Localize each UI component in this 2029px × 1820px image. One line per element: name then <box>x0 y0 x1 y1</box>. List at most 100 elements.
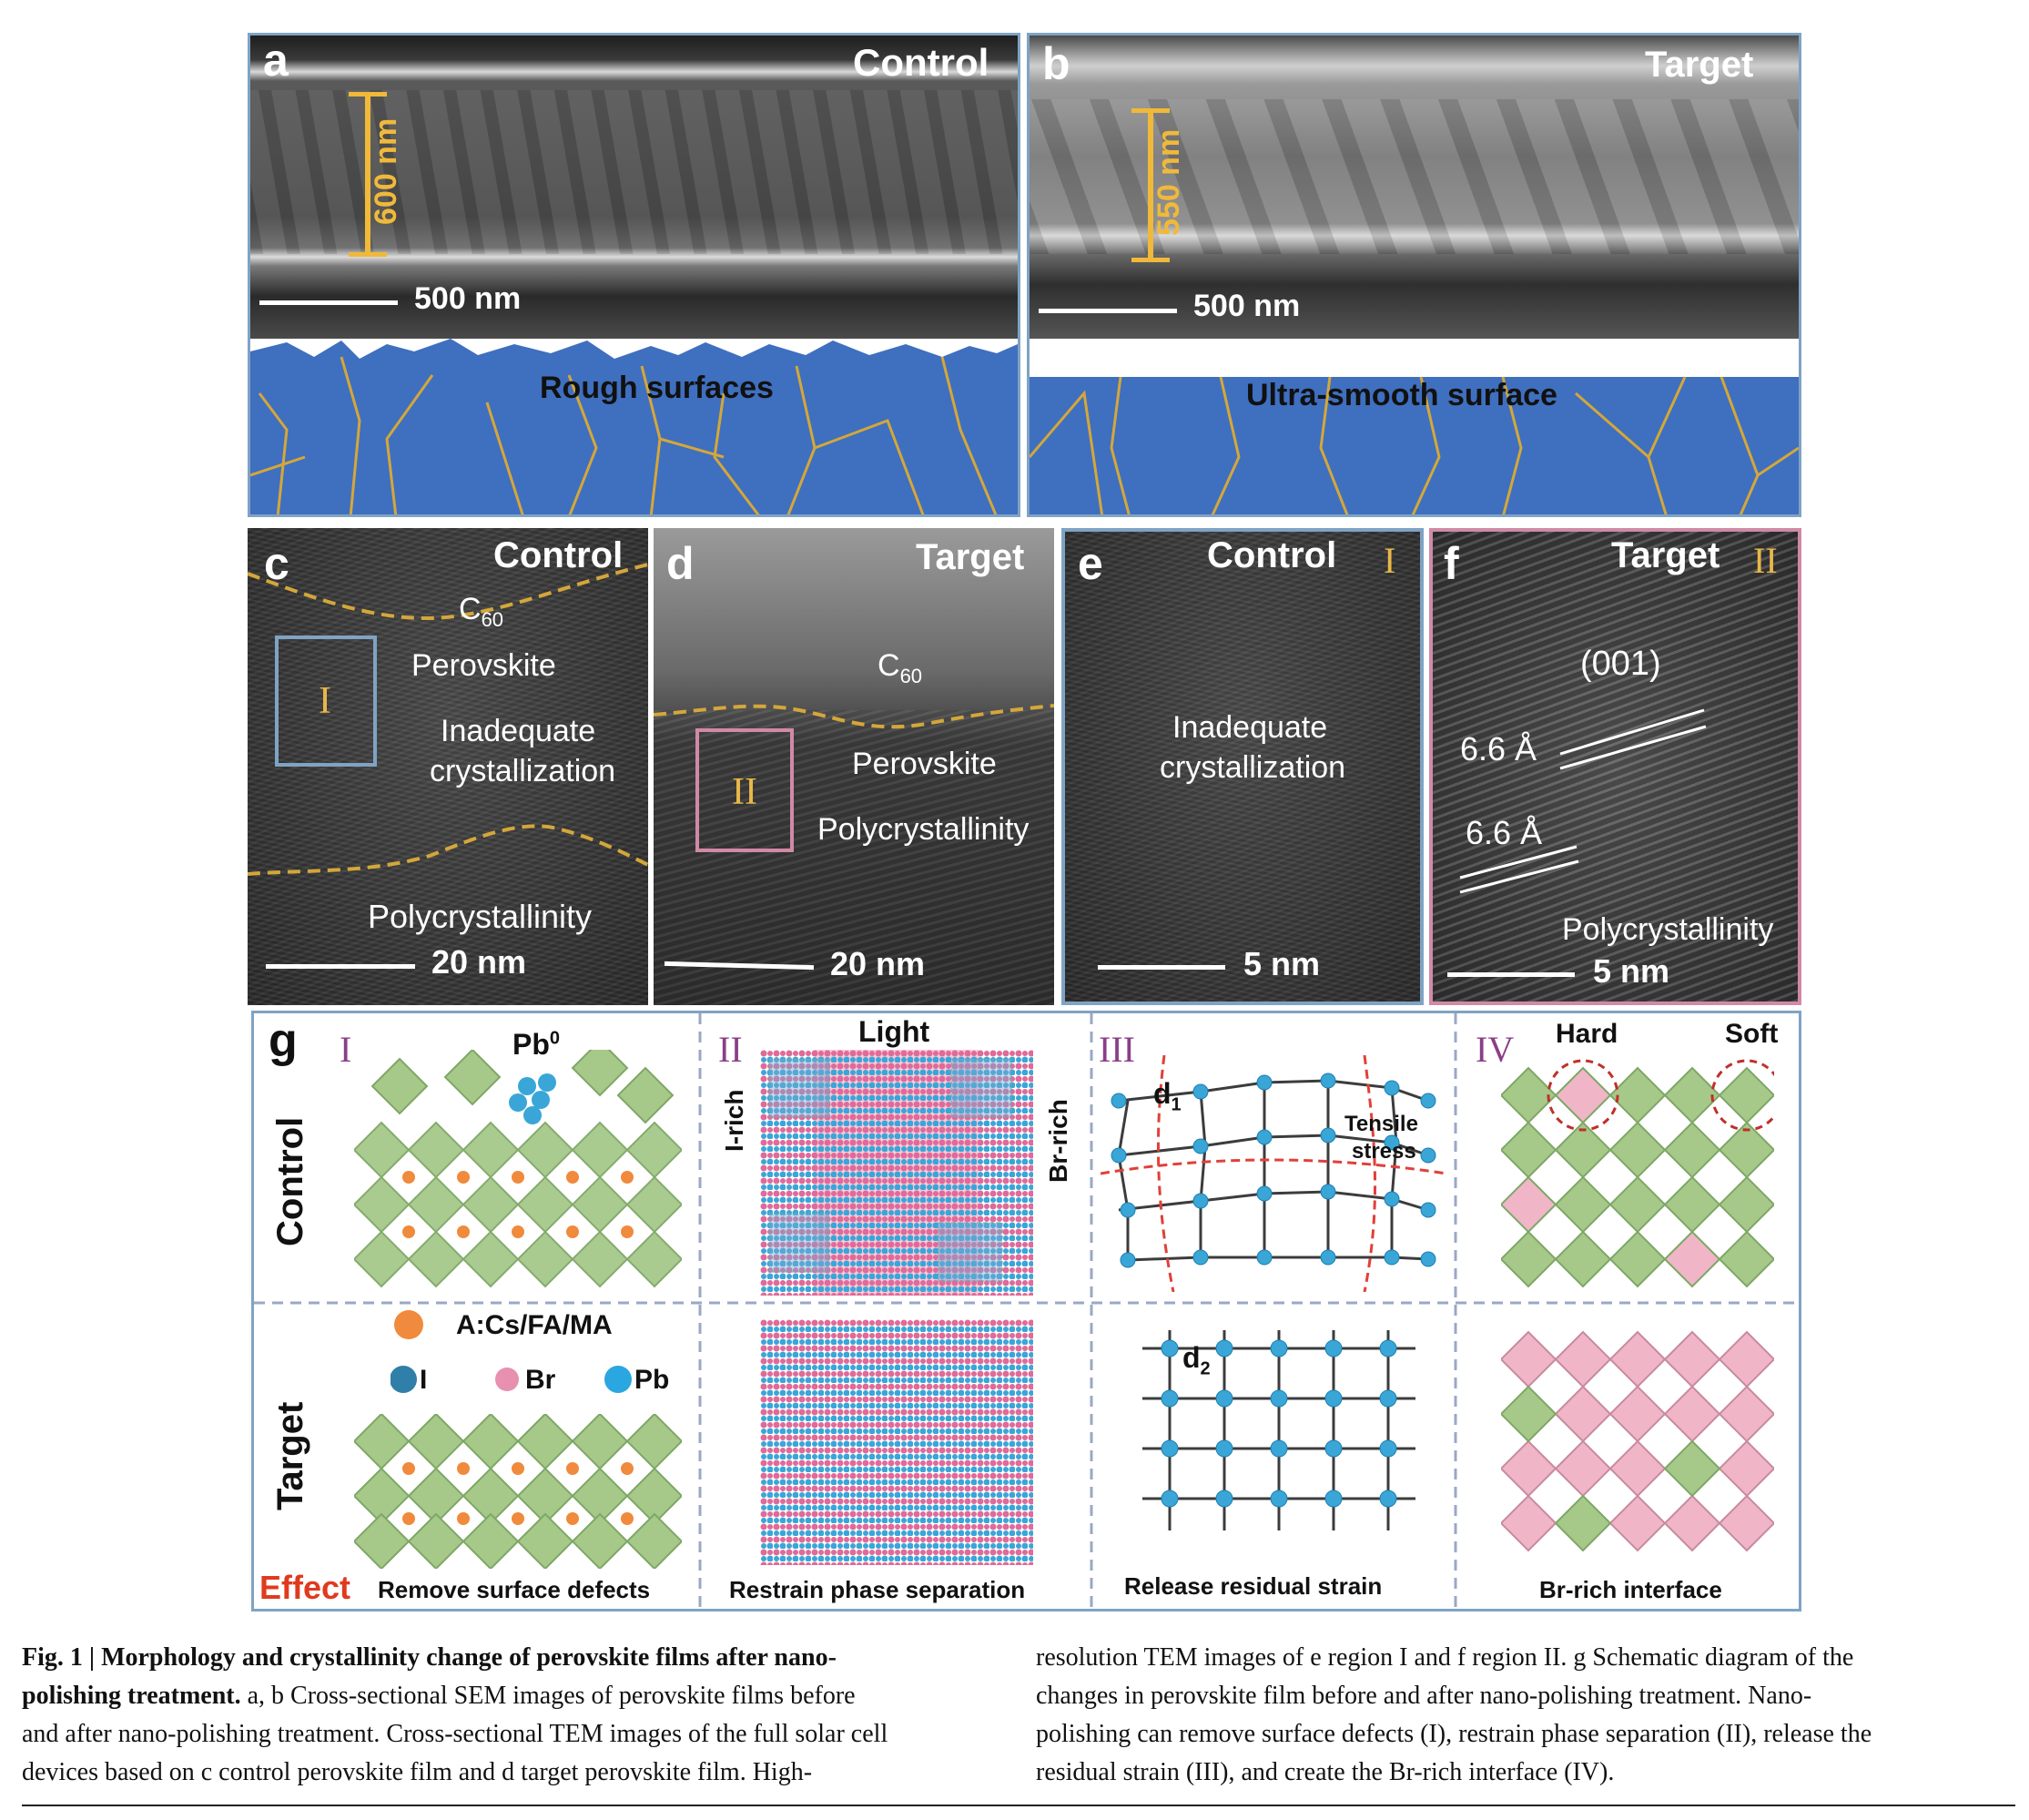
roman-III: III <box>1099 1029 1135 1070</box>
interface-target-lattice <box>1501 1330 1774 1552</box>
scale-label: 500 nm <box>1193 289 1301 323</box>
hard-label: Hard <box>1556 1019 1618 1049</box>
rough-surfaces-label: Rough surfaces <box>540 371 774 405</box>
legend-symbols <box>391 1310 632 1393</box>
scale-label: 500 nm <box>414 281 522 316</box>
panel-d: d Target C60 II Perovskite Polycrystalli… <box>654 528 1054 1005</box>
roman-IV: IV <box>1476 1029 1515 1070</box>
scale-label: 5 nm <box>1243 945 1321 982</box>
i-rich-label: I-rich <box>720 1089 748 1152</box>
thickness-bar <box>1148 110 1153 259</box>
rough-surface-schematic <box>250 339 1018 514</box>
legend-i-label: I <box>420 1365 428 1395</box>
pb0-label: Pb0 <box>512 1028 561 1061</box>
d-spacing-label-2: 6.6 Å <box>1466 814 1543 851</box>
panel-letter-a: a <box>263 35 289 86</box>
caption-rule <box>22 1805 2015 1806</box>
perovskite-label: Perovskite <box>852 747 997 781</box>
caption-right-3: polishing can remove surface defects (I)… <box>1036 1720 1872 1748</box>
effect-1: Remove surface defects <box>378 1576 651 1603</box>
d1-label: d1 <box>1153 1077 1182 1115</box>
panel-letter-g: g <box>269 1014 298 1067</box>
region-label-I: I <box>319 680 331 722</box>
scale-bar <box>1098 965 1225 970</box>
panel-title-target: Target <box>1645 45 1754 85</box>
panel-title-control: Control <box>493 535 624 575</box>
panel-b: b Target 550 nm 500 nm Ultra-smooth surf… <box>1027 33 1801 517</box>
caption-left-1: a, b Cross-sectional SEM images of perov… <box>247 1682 856 1710</box>
panel-g: g Control Target I Pb0 II Light I-rich B… <box>251 1011 1801 1612</box>
d2-label: d2 <box>1182 1341 1211 1379</box>
panel-letter-f: f <box>1444 538 1459 589</box>
effect-2: Restrain phase separation <box>729 1576 1026 1603</box>
caption-left: Fig. 1 | Morphology and crystallinity ch… <box>22 1639 1014 1792</box>
interface-control-lattice <box>1501 1059 1774 1288</box>
scale-label: 5 nm <box>1593 952 1670 990</box>
crystallization-label: crystallization <box>1160 750 1346 785</box>
roman-I: I <box>340 1029 352 1070</box>
panel-title-target: Target <box>916 537 1025 577</box>
panel-title-control: Control <box>853 41 989 84</box>
legend-br-label: Br <box>525 1365 556 1395</box>
relaxed-lattice <box>1142 1330 1415 1530</box>
lattice-target-clean <box>354 1414 682 1569</box>
smooth-surface-label: Ultra-smooth surface <box>1246 378 1557 412</box>
inadequate-label: Inadequate <box>441 714 596 748</box>
panel-f: f Target II (001) 6.6 Å 6.6 Å Polycrysta… <box>1429 528 1801 1005</box>
smooth-surface-schematic <box>1030 339 1799 514</box>
scale-bar <box>1447 972 1575 977</box>
crystallization-label: crystallization <box>430 754 616 788</box>
panel-title-control: Control <box>1207 535 1337 575</box>
br-rich-label: Br-rich <box>1044 1099 1072 1183</box>
stress-label: stress <box>1352 1139 1416 1164</box>
polycrystallinity-label: Polycrystallinity <box>817 812 1030 847</box>
legend-pb-label: Pb <box>634 1365 670 1395</box>
roman-II: II <box>718 1029 743 1070</box>
region-label-I: I <box>1384 540 1396 581</box>
polycrystallinity-label: Polycrystallinity <box>1562 912 1774 947</box>
scale-label: 20 nm <box>431 943 527 981</box>
caption-fig-label: Fig. 1 | <box>22 1643 96 1672</box>
c60-label: C60 <box>459 592 504 631</box>
c60-label: C60 <box>878 648 923 687</box>
sem-image-control <box>250 36 1018 339</box>
legend-a-site-label: A:Cs/FA/MA <box>456 1310 613 1340</box>
panel-letter-b: b <box>1042 38 1070 89</box>
caption-left-3: devices based on c control perovskite fi… <box>22 1758 813 1786</box>
panel-letter-c: c <box>264 538 289 589</box>
panel-title-target: Target <box>1611 535 1720 575</box>
soft-label: Soft <box>1725 1019 1779 1049</box>
inadequate-label: Inadequate <box>1172 710 1328 745</box>
scale-bar <box>1039 309 1177 313</box>
sem-image-target <box>1030 36 1799 339</box>
scale-bar <box>259 300 398 305</box>
panel-letter-e: e <box>1078 538 1103 589</box>
d-spacing-label-1: 6.6 Å <box>1460 730 1537 768</box>
caption-title-2: polishing treatment. <box>22 1682 241 1710</box>
thickness-label: 550 nm <box>1151 128 1186 236</box>
panel-a: a Control 600 nm 500 nm Rough surfaces <box>248 33 1020 517</box>
lattice-defect-schematic <box>354 1050 682 1288</box>
thickness-bar <box>365 94 370 254</box>
effect-label: Effect <box>259 1569 351 1606</box>
region-label-II: II <box>1753 540 1778 581</box>
scale-bar <box>266 964 415 969</box>
caption-right-2: changes in perovskite film before and af… <box>1036 1682 1812 1710</box>
tensile-label: Tensile <box>1344 1112 1418 1136</box>
panel-g-grid-lines <box>254 1013 1799 1609</box>
effect-4: Br-rich interface <box>1539 1576 1722 1603</box>
perovskite-label: Perovskite <box>411 648 556 683</box>
caption-title-1: Morphology and crystallinity change of p… <box>101 1643 837 1672</box>
panel-letter-d: d <box>666 538 695 589</box>
caption-right-1: resolution TEM images of e region I and … <box>1036 1643 1854 1672</box>
caption-right-4: residual strain (III), and create the Br… <box>1036 1758 1615 1786</box>
thickness-label: 600 nm <box>369 117 403 225</box>
effect-3: Release residual strain <box>1124 1572 1383 1600</box>
scale-label: 20 nm <box>830 945 926 982</box>
caption-right: resolution TEM images of e region I and … <box>1036 1639 2019 1792</box>
region-label-II: II <box>732 771 757 813</box>
panel-e: e Control I Inadequate crystallization 5… <box>1061 528 1424 1005</box>
row-label-target: Target <box>270 1401 310 1510</box>
strained-lattice <box>1101 1055 1446 1292</box>
phase-mixed-target <box>760 1319 1033 1565</box>
